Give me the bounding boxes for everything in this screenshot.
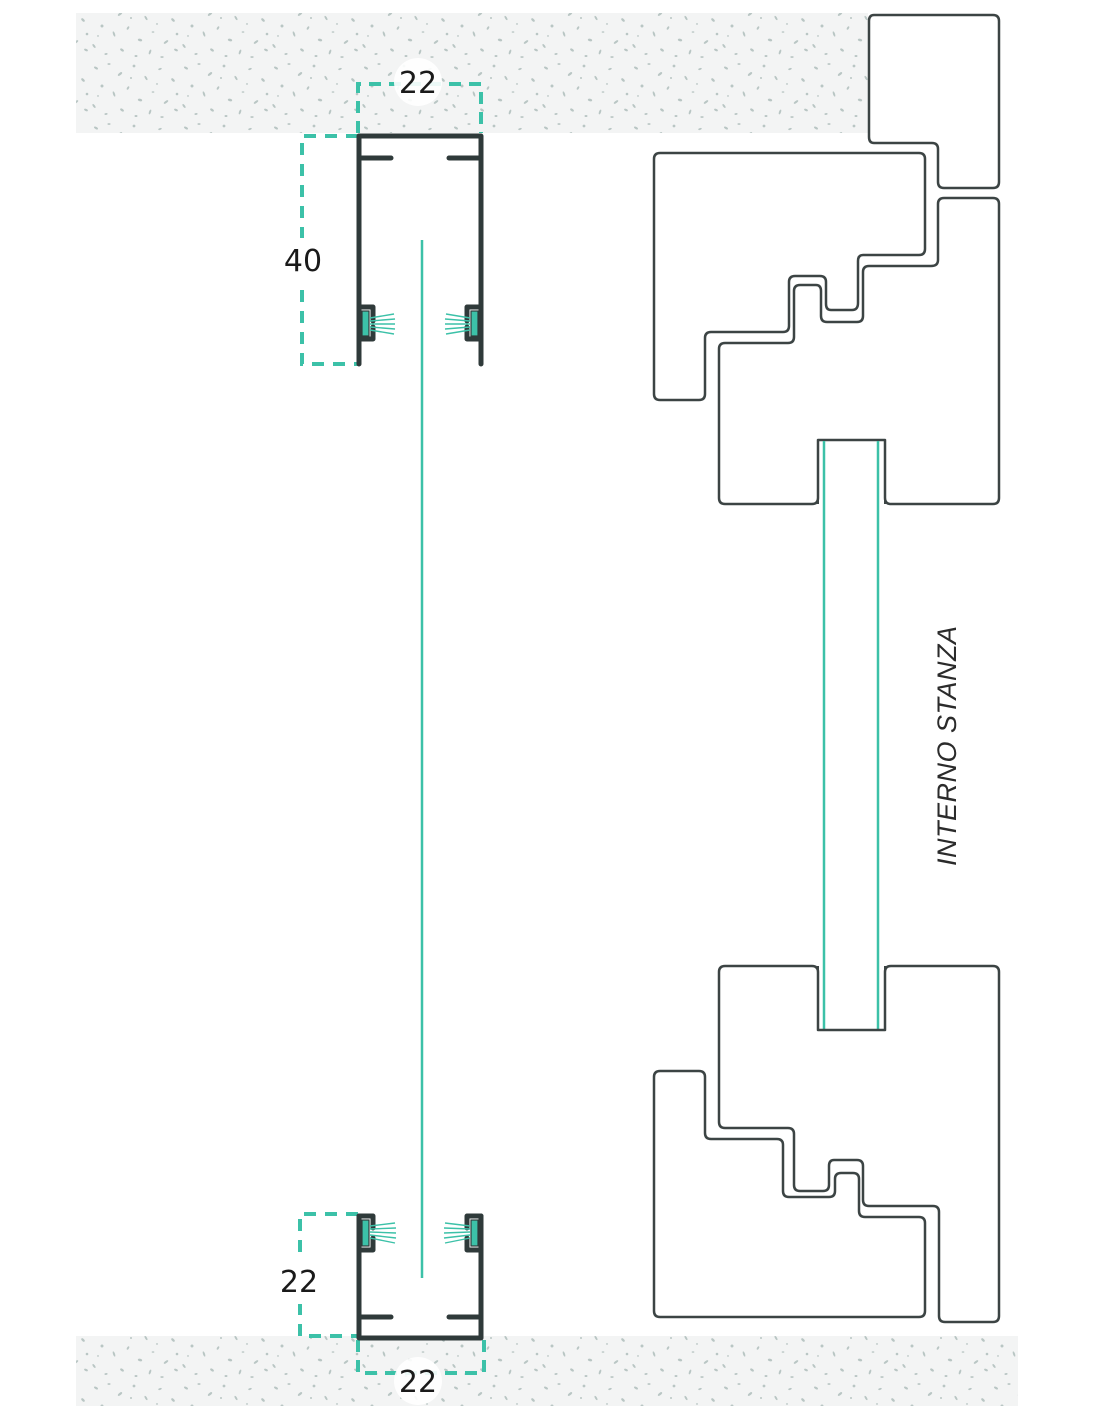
bottom-guide-profile bbox=[356, 1213, 484, 1341]
bottom-height-label: 22 bbox=[280, 1265, 318, 1300]
frame-block-bottom-right bbox=[717, 964, 1001, 1324]
top-height-label-bg bbox=[280, 238, 326, 282]
top-width-label-bg bbox=[394, 58, 442, 106]
room-interior-label: INTERNO STANZA bbox=[932, 625, 962, 866]
top-brush-seals bbox=[361, 310, 479, 337]
bottom-width-label-bg bbox=[394, 1357, 442, 1405]
top-width-label: 22 bbox=[399, 66, 437, 101]
frame-section-bottom bbox=[652, 964, 1001, 1324]
bottom-height-dimension bbox=[298, 1212, 358, 1338]
top-guide-profile bbox=[356, 133, 484, 367]
top-height-label: 40 bbox=[284, 244, 322, 279]
frame-block-top-left bbox=[652, 151, 927, 402]
frame-block-bottom-left bbox=[652, 1069, 927, 1319]
frame-section-top bbox=[652, 13, 1001, 506]
frame-glass-pane bbox=[822, 441, 880, 1029]
bottom-height-label-bg bbox=[276, 1260, 324, 1304]
frame-block-top-right bbox=[717, 196, 1001, 506]
bottom-brush-seals bbox=[361, 1219, 479, 1247]
ceiling-wall-band bbox=[76, 13, 868, 133]
bottom-width-label: 22 bbox=[399, 1365, 437, 1400]
frame-block-top-small bbox=[867, 13, 1001, 190]
frame-glass-edges bbox=[817, 440, 886, 1030]
floor-wall-band bbox=[76, 1336, 1018, 1406]
